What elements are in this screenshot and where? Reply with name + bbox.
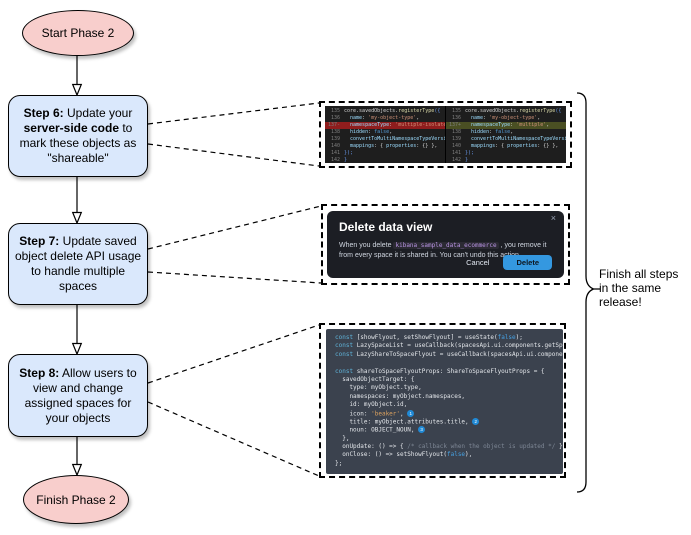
start-label: Start Phase 2: [41, 26, 115, 40]
modal-body: When you delete kibana_sample_data_ecomm…: [339, 242, 547, 259]
diff-pane-divider: [445, 106, 446, 163]
step6-label: Step 6: Update your server-side code to …: [19, 106, 137, 165]
release-note-line: Finish all steps: [599, 267, 679, 281]
code-line: 136 name: 'my-object-type',: [330, 115, 420, 121]
step6-node: Step 6: Update your server-side code to …: [8, 95, 148, 177]
flow-arrows: [71, 54, 83, 477]
code-line: 141});: [451, 150, 475, 156]
finish-node: Finish Phase 2: [23, 475, 129, 524]
step8-node: Step 8: Allow users to view and change a…: [8, 354, 148, 437]
release-note-line: in the same: [599, 281, 662, 295]
code-line: namespaces: myObject.namespaces,: [335, 392, 466, 400]
code-line: savedObjectTarget: {: [335, 375, 415, 383]
code-line: },: [335, 434, 350, 442]
code-line: icon: 'beaker', 1: [335, 409, 563, 418]
modal-actions: Cancel Delete: [466, 255, 552, 270]
screenshot-code-snippet: const [showFlyout, setShowFlyout] = useS…: [319, 323, 566, 478]
code-line: noun: OBJECT_NOUN, 3: [335, 426, 563, 434]
release-note-line: release!: [599, 295, 642, 309]
code-line: 138 hidden: false,: [451, 129, 514, 135]
dashed-callout-lines: [147, 102, 322, 477]
code-line: const LazyShareToSpaceFlyout = useCallba…: [335, 350, 563, 358]
step7-node: Step 7: Update saved object delete API u…: [8, 223, 148, 305]
code-line: 139 convertToMultiNamespaceTypeVersion: …: [451, 136, 566, 142]
code-line: [335, 359, 563, 367]
step8-label: Step 8: Allow users to view and change a…: [19, 365, 137, 425]
code-line: 138 hidden: false,: [330, 129, 393, 135]
close-icon[interactable]: ×: [550, 213, 556, 223]
code-line: 137+ namespaceType: 'multiple',: [446, 122, 566, 129]
code-line: type: myObject.type,: [335, 384, 422, 392]
code-line: 142}: [451, 157, 469, 163]
start-node: Start Phase 2: [22, 10, 134, 56]
code-line: 136 name: 'my-object-type',: [451, 115, 541, 121]
screenshot-delete-modal: × Delete data view When you delete kiban…: [321, 204, 570, 285]
code-line: onUpdate: () => { /* callback when the o…: [335, 443, 563, 451]
code-line: const shareToSpaceFlyoutProps: ShareToSp…: [335, 367, 545, 375]
delete-button[interactable]: Delete: [503, 255, 552, 270]
code-line: const LazySpaceList = useCallback(spaces…: [335, 342, 563, 350]
code-line: 140 mappings: { properties: {} },: [451, 143, 559, 149]
code-line: 140 mappings: { properties: {} },: [330, 143, 438, 149]
code-line: onClose: () => setShowFlyout(false),: [335, 451, 473, 459]
code-line: id: myObject.id,: [335, 401, 408, 409]
code-line: const [showFlyout, setShowFlyout] = useS…: [335, 334, 523, 341]
delete-data-view-modal: × Delete data view When you delete kiban…: [327, 211, 564, 278]
cancel-button[interactable]: Cancel: [466, 258, 490, 267]
code-line: title: myObject.attributes.title, 2: [335, 417, 563, 426]
finish-label: Finish Phase 2: [36, 492, 116, 507]
code-line: 142}: [330, 157, 348, 163]
modal-title: Delete data view: [339, 220, 433, 234]
code-line: };: [335, 459, 343, 467]
code-line: 139 convertToMultiNamespaceTypeVersion: …: [330, 136, 445, 142]
curly-brace: [576, 92, 600, 493]
code-line: 141});: [330, 150, 354, 156]
release-note: Finish all steps in the same release!: [599, 267, 689, 309]
step7-label: Step 7: Update saved object delete API u…: [14, 234, 142, 293]
code-line: 137- namespaceType: 'multiple-isolated',: [325, 122, 445, 129]
code-snippet: const [showFlyout, setShowFlyout] = useS…: [326, 329, 563, 474]
